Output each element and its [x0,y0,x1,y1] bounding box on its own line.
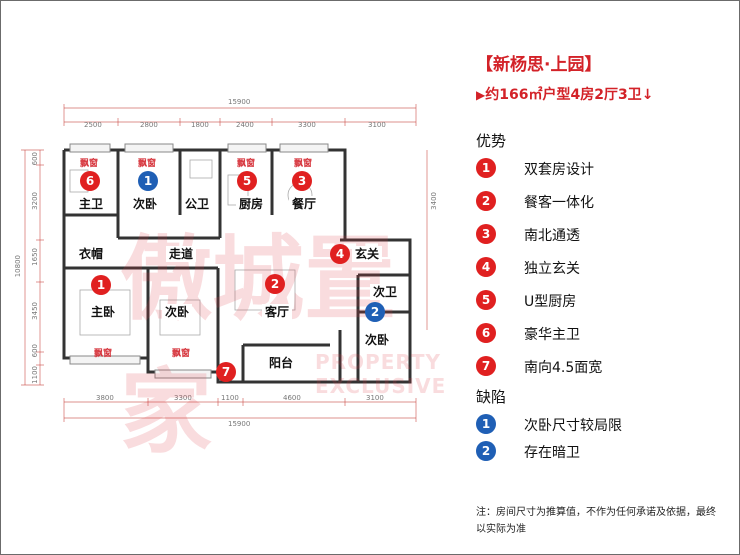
list-item-text: 存在暗卫 [524,445,580,461]
number-badge: 1 [476,414,496,434]
dim-bottom-5: 3100 [366,394,384,402]
arrow-down-icon: ↓ [641,87,654,103]
room-kitchen: 厨房 [236,196,267,212]
room-public-bath: 公卫 [182,196,213,212]
list-item-text: 南北通透 [524,228,580,244]
room-master-bedroom: 主卧 [88,304,119,320]
bay-window-label: 飘窗 [294,159,313,169]
list-item-text: 次卧尺寸较局限 [524,418,622,434]
dim-left-total: 10800 [14,255,22,278]
dim-left-1: 600 [31,152,39,166]
list-item-text: 餐客一体化 [524,195,594,211]
number-badge: 6 [476,323,496,343]
number-badge: 2 [476,441,496,461]
bay-window-label: 飘窗 [80,159,99,169]
dim-top-2: 2800 [140,121,158,129]
number-badge: 2 [476,191,496,211]
list-item-text: 双套房设计 [524,162,594,178]
dim-top-6: 3100 [368,121,386,129]
plan-marker-3: 3 [292,171,312,191]
dim-bottom-2: 3300 [174,394,192,402]
dim-bottom-4: 4600 [283,394,301,402]
dim-left-2: 3200 [31,192,39,210]
list-item-text: 独立玄关 [524,261,580,277]
footnote: 注：房间尺寸为推算值，不作为任何承诺及依据，最终以实际为准 [476,507,716,535]
room-closet: 衣帽 [76,246,107,262]
plan-marker-6: 6 [80,171,100,191]
plan-marker-7: 7 [216,362,236,382]
plan-marker-5: 5 [237,171,257,191]
room-bedroom-east: 次卧 [362,332,393,348]
number-badge: 4 [476,257,496,277]
list-item-text: 南向4.5面宽 [524,360,603,376]
room-living: 客厅 [262,304,293,320]
dim-top-3: 1800 [191,121,209,129]
room-balcony: 阳台 [266,355,297,371]
dim-bottom-3: 1100 [221,394,239,402]
plan-marker-4: 4 [330,244,350,264]
room-dining: 餐厅 [289,196,320,212]
room-bedroom-south: 次卧 [162,304,193,320]
dim-total-top: 15900 [228,98,251,106]
room-bath-2: 次卫 [370,284,401,300]
dim-total-bottom: 15900 [228,420,251,428]
room-entrance: 玄关 [352,246,383,262]
arrow-right-icon: ▶ [476,88,486,102]
plan-marker-1: 1 [91,275,111,295]
dim-top-5: 3300 [298,121,316,129]
dim-left-4: 3450 [31,302,39,320]
bay-window-label: 飘窗 [237,159,256,169]
room-bedroom-north: 次卧 [130,196,161,212]
list-item-text: U型厨房 [524,294,577,310]
dim-left-3: 1650 [31,248,39,266]
bay-window-label: 飘窗 [172,349,191,359]
number-badge: 1 [476,158,496,178]
dim-left-6: 1100 [31,366,39,384]
list-item-text: 豪华主卫 [524,327,580,343]
advantages-heading: 优势 [476,132,507,150]
room-corridor: 走道 [166,246,197,262]
plan-marker-defect-1: 1 [138,171,158,191]
dim-bottom-1: 3800 [96,394,114,402]
watermark-text: PROPERTY EXCLUSIVE [315,350,447,398]
watermark-logo: 傲城置家 [120,226,397,466]
plan-marker-defect-2: 2 [365,302,385,322]
floor-plan: 15900 2500 2800 1800 2400 3300 3100 3800… [14,98,447,466]
dim-top-1: 2500 [84,121,102,129]
bay-window-label: 飘窗 [94,349,113,359]
number-badge: 5 [476,290,496,310]
number-badge: 3 [476,224,496,244]
defects-heading: 缺陷 [476,388,507,406]
unit-subtitle-text: 约166㎡户型4房2厅3卫 [485,87,642,103]
bay-window-label: 飘窗 [138,159,157,169]
plan-marker-2: 2 [265,274,285,294]
dim-left-5: 600 [31,344,39,358]
project-title: 【新杨思·上园】 [476,55,602,75]
number-badge: 7 [476,356,496,376]
dim-top-4: 2400 [236,121,254,129]
unit-subtitle: ▶约166㎡户型4房2厅3卫↓ [476,84,653,104]
room-master-bath: 主卫 [76,196,107,212]
